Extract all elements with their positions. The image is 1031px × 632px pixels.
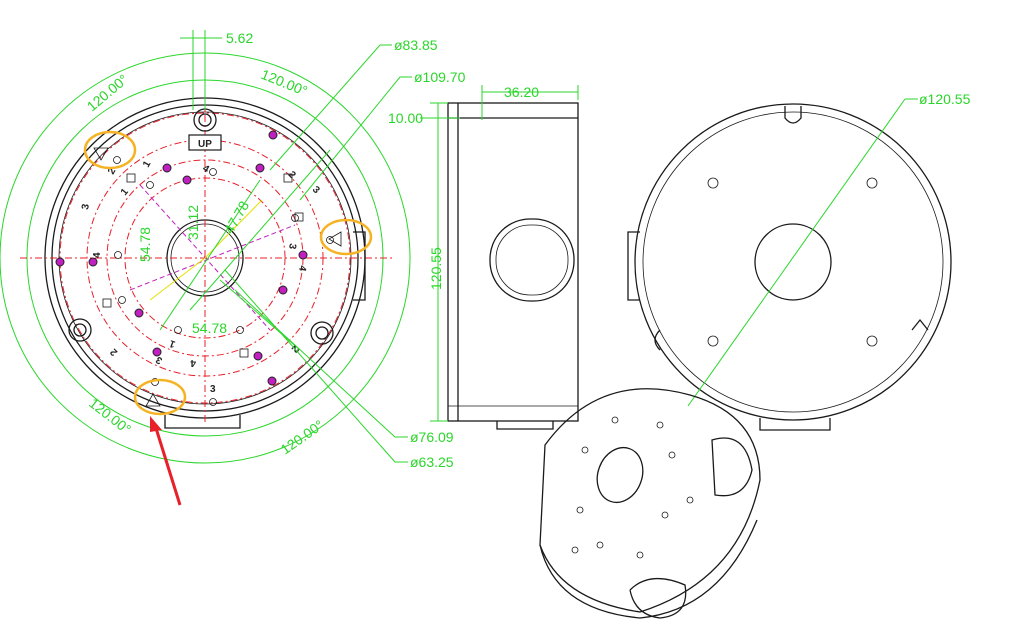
up-label: UP: [198, 139, 212, 150]
side-body: [447, 102, 579, 422]
side-entry-right: [353, 231, 366, 301]
bottom-outer: [634, 103, 952, 421]
leader-dia-76: [234, 289, 408, 438]
radial-line-e: [159, 179, 261, 331]
dim-dia-109: ø109.70: [414, 69, 466, 85]
side-entry-boss-inner: [495, 224, 569, 296]
bottom-entry-left: [627, 231, 640, 301]
dim-angle-bottom-left: 120.00°: [86, 395, 134, 437]
side-entry-bottom: [164, 415, 241, 429]
highlight-top-left: [83, 130, 137, 170]
side-view: 36.20 10.00 120.55: [388, 84, 579, 430]
side-foot: [496, 421, 554, 430]
iso-top-face: [539, 388, 761, 613]
bottom-view: ø120.55: [627, 91, 971, 431]
dim-lip: 10.00: [388, 110, 423, 126]
hole-number: 3: [154, 353, 165, 366]
dim-offset: 5.62: [226, 30, 253, 46]
hole-number: 3: [286, 242, 298, 250]
hole-number: 3: [80, 203, 92, 211]
dim-inner-v: 31.12: [185, 205, 201, 240]
hole-number: 1: [168, 337, 177, 349]
dia-120-leader: [687, 98, 906, 407]
bottom-inner: [642, 111, 944, 413]
iso-holes: [571, 416, 694, 559]
bottom-notch-right: [911, 318, 929, 331]
isometric-view: [539, 388, 761, 619]
top-view: UP: [0, 30, 466, 506]
mounting-holes: [55, 130, 308, 386]
hole-number: 4: [296, 264, 308, 272]
dim-inner-diag: 47.78: [221, 198, 252, 237]
red-arrow: [150, 416, 182, 506]
leader-dia-83: [269, 44, 392, 171]
radial-line-g: [219, 279, 301, 351]
square-markers: [102, 173, 304, 358]
hole-number: 4: [201, 163, 212, 176]
highlight-right: [319, 218, 373, 256]
hole-number: 1: [141, 159, 154, 170]
up-label-box: [188, 134, 222, 151]
highlight-bottom: [133, 378, 187, 416]
screw-boss-right: [310, 321, 334, 345]
iso-center-hole: [596, 446, 644, 504]
dim-dia-83: ø83.85: [394, 37, 438, 53]
dim-angle-top: 120.00°: [259, 66, 310, 99]
dim-inner-56: 54.78: [137, 227, 153, 262]
bottom-notch-top: [784, 106, 802, 124]
hole-number: 1: [119, 186, 131, 198]
side-entry-boss: [489, 218, 575, 302]
hole-number: 2: [108, 346, 120, 358]
bottom-entry-bottom: [759, 418, 831, 431]
hole-number: 4: [92, 252, 103, 258]
small-holes: [113, 156, 334, 406]
dim-height: 120.55: [428, 247, 444, 290]
radial-line-b: [129, 224, 296, 291]
radial-line-c: [149, 257, 206, 301]
hole-number: 4: [190, 357, 196, 368]
hole-number: 2: [106, 166, 119, 177]
hole-number: 3: [210, 384, 216, 395]
dim-inner-h: 54.78: [192, 320, 227, 336]
iso-side: [539, 519, 758, 619]
dim-dia-63: ø63.25: [410, 454, 454, 470]
triangle-marker-top-left: [93, 147, 109, 161]
triangle-marker-bottom: [145, 393, 161, 407]
leader-dia-63: [224, 269, 408, 463]
bottom-screw-holes: [707, 177, 878, 347]
bottom-center-hole: [754, 223, 832, 301]
screw-boss-left: [68, 318, 92, 342]
triangle-marker-right: [328, 231, 342, 247]
bottom-notch-left: [654, 329, 661, 351]
iso-entry-bottom: [629, 578, 687, 619]
radial-line-f: [189, 149, 331, 311]
leader-dia-109: [299, 76, 412, 201]
dim-dia-120: ø120.55: [919, 91, 971, 107]
dim-width: 36.20: [504, 84, 539, 100]
iso-entry-right: [711, 437, 753, 497]
dim-dia-76: ø76.09: [410, 429, 454, 445]
dim-angle-bottom-right: 120.00°: [278, 417, 327, 458]
